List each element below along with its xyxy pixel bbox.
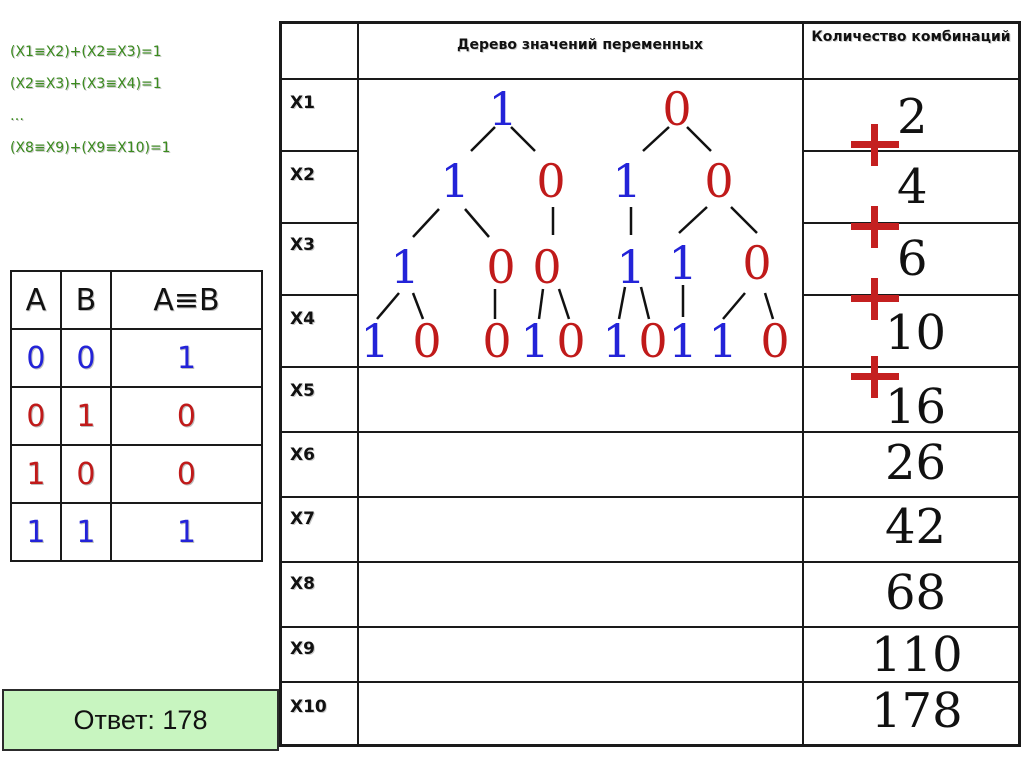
tree-node: 1 [360, 314, 389, 368]
truth-table: A B A≡B 0 0 1 0 1 0 1 0 0 1 1 1 [10, 270, 264, 562]
tree-edge [617, 286, 627, 320]
answer-box: Ответ: 178 [2, 689, 279, 751]
tree-node: 0 [760, 314, 789, 368]
truth-cell: 1 [59, 386, 112, 446]
tree-node: 1 [390, 240, 419, 294]
column-header-tree: Дерево значений переменных [456, 37, 704, 53]
plus-sign-icon [851, 278, 899, 320]
truth-cell: 0 [109, 444, 264, 504]
tree-node: 0 [482, 314, 511, 368]
tree-edge [722, 292, 746, 320]
equation-line: (X1≡X2)+(X2≡X3)=1 [10, 44, 162, 60]
truth-table-row: 1 0 0 [10, 444, 264, 504]
row-label-x9: X9 [290, 639, 315, 659]
truth-header-a: A [10, 270, 62, 330]
truth-cell: 0 [59, 444, 112, 504]
tree-node: 0 [704, 154, 733, 208]
table-border [279, 21, 1021, 747]
tree-node: 0 [536, 154, 565, 208]
tree-node: 1 [440, 154, 469, 208]
tree-edge [470, 126, 496, 152]
truth-table-header-row: A B A≡B [10, 270, 264, 330]
count-x9: 110 [871, 627, 963, 683]
truth-cell: 1 [10, 444, 62, 504]
truth-table-row: 0 0 1 [10, 328, 264, 388]
count-x3: 6 [897, 231, 928, 287]
count-x7: 42 [885, 499, 947, 555]
tree-edge [464, 208, 490, 238]
tree-node: 1 [668, 236, 697, 290]
count-x4: 10 [885, 305, 947, 361]
tree-node: 0 [742, 236, 771, 290]
row-label-x2: X2 [290, 165, 315, 185]
tree-node: 1 [520, 314, 549, 368]
row-label-x4: X4 [290, 309, 315, 329]
plus-sign-icon [851, 356, 899, 398]
row-label-x10: X10 [290, 697, 327, 717]
count-x6: 26 [885, 435, 947, 491]
plus-sign-icon [851, 124, 899, 166]
row-label-x7: X7 [290, 509, 315, 529]
truth-cell: 0 [109, 386, 264, 446]
row-label-x8: X8 [290, 574, 315, 594]
row-label-x5: X5 [290, 381, 315, 401]
tree-edge [642, 126, 670, 152]
count-x10: 178 [871, 683, 963, 739]
truth-cell: 1 [109, 328, 264, 388]
count-x8: 68 [885, 565, 947, 621]
row-label-x3: X3 [290, 235, 315, 255]
tree-edge [678, 206, 708, 234]
column-header-count: Количество комбинаций [811, 29, 1011, 45]
equation-line: … [10, 108, 24, 124]
tree-edge [686, 126, 712, 152]
truth-cell: 1 [109, 502, 264, 562]
truth-cell: 0 [10, 328, 62, 388]
tree-edge [510, 126, 536, 152]
tree-edge [412, 208, 440, 238]
equation-line: (X2≡X3)+(X3≡X4)=1 [10, 76, 162, 92]
tree-node: 1 [708, 314, 737, 368]
equations-block: (X1≡X2)+(X2≡X3)=1 (X2≡X3)+(X3≡X4)=1 … (X… [10, 44, 171, 172]
row-label-x6: X6 [290, 445, 315, 465]
tree-node: 0 [556, 314, 585, 368]
truth-cell: 0 [10, 386, 62, 446]
truth-header-a-equiv-b: A≡B [109, 270, 264, 330]
tree-edge [557, 288, 571, 320]
tree-node: 1 [612, 154, 641, 208]
tree-edge [411, 292, 425, 320]
truth-header-b: B [59, 270, 112, 330]
tree-edge [376, 292, 400, 320]
tree-edge [537, 288, 545, 320]
tree-node: 0 [486, 240, 515, 294]
count-x1: 2 [897, 89, 928, 145]
truth-table-row: 1 1 1 [10, 502, 264, 562]
plus-sign-icon [851, 206, 899, 248]
tree-node: 1 [668, 314, 697, 368]
tree-edge [763, 292, 775, 320]
truth-cell: 1 [10, 502, 62, 562]
count-x5: 16 [885, 379, 947, 435]
tree-node: 1 [616, 240, 645, 294]
count-x2: 4 [897, 159, 928, 215]
equation-line: (X8≡X9)+(X9≡X10)=1 [10, 140, 171, 156]
truth-cell: 1 [59, 502, 112, 562]
tree-node: 1 [602, 314, 631, 368]
tree-node: 0 [412, 314, 441, 368]
truth-table-row: 0 1 0 [10, 386, 264, 446]
tree-node: 0 [638, 314, 667, 368]
tree-edge [730, 206, 758, 234]
row-label-x1: X1 [290, 93, 315, 113]
tree-edge [639, 286, 651, 320]
tree-node: 0 [532, 240, 561, 294]
truth-cell: 0 [59, 328, 112, 388]
